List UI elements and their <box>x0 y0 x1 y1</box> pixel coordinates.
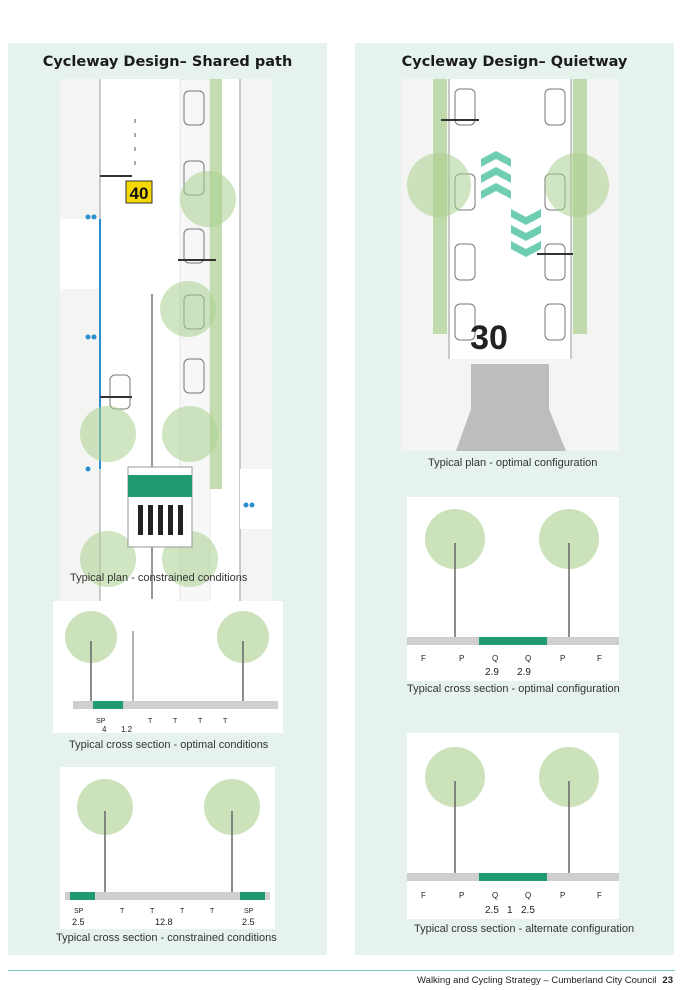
quietway-plan-drawing: 30 <box>401 79 619 451</box>
quietway-alternate-section: F P Q Q P F 2.5 1 2.5 <box>407 733 619 919</box>
left-xs1-caption: Typical cross section - optimal conditio… <box>69 739 269 751</box>
shared-path-plan: 40 <box>60 79 272 609</box>
rxs2-label-2: Q <box>492 891 498 900</box>
rxs2-label-1: P <box>459 891 464 900</box>
xs1-label-3: T <box>198 718 203 725</box>
shared-path-optimal-section-drawing: SP T T T T 4 1.2 <box>65 611 278 733</box>
xs1-label-2: T <box>173 718 178 725</box>
quietway-alternate-section-drawing: F P Q Q P F 2.5 1 2.5 <box>407 747 619 916</box>
rxs1-dim-1: 2.9 <box>517 667 531 678</box>
xs2-label-5: SP <box>244 908 254 915</box>
right-panel: Cycleway Design– Quietway <box>355 43 674 955</box>
right-heading: Cycleway Design– Quietway <box>401 54 628 70</box>
xs2-label-4: T <box>210 908 215 915</box>
xs2-dim-1: 12.8 <box>155 917 173 927</box>
rxs2-dim-2: 2.5 <box>521 905 535 916</box>
quietway-speed-marking: 30 <box>470 319 508 357</box>
rxs1-label-3: Q <box>525 654 531 663</box>
shared-path-plan-drawing: 40 <box>60 79 272 609</box>
xs2-dim-2: 2.5 <box>242 917 255 927</box>
footer-title: Walking and Cycling Strategy – Cumberlan… <box>417 975 657 986</box>
shared-path-constrained-section-drawing: SP T T T T SP 2.5 12.8 2.5 <box>65 779 270 927</box>
xs2-label-0: SP <box>74 908 84 915</box>
footer-rule <box>8 970 675 971</box>
shared-path-constrained-section: SP T T T T SP 2.5 12.8 2.5 <box>60 767 275 929</box>
rxs2-label-3: Q <box>525 891 531 900</box>
rxs1-dim-0: 2.9 <box>485 667 499 678</box>
left-panel: Cycleway Design– Shared path 40 <box>8 43 327 955</box>
xs2-label-2: T <box>150 908 155 915</box>
rxs1-label-2: Q <box>492 654 498 663</box>
xs1-label-1: T <box>148 718 153 725</box>
xs1-label-0: SP <box>96 718 106 725</box>
right-xs2-caption: Typical cross section - alternate config… <box>414 923 635 935</box>
xs2-label-1: T <box>120 908 125 915</box>
left-xs2-caption: Typical cross section - constrained cond… <box>56 932 277 944</box>
page-number: 23 <box>662 975 673 986</box>
quietway-optimal-section-drawing: F P Q Q P F 2.9 2.9 <box>407 509 619 678</box>
xs1-dim-0: 4 <box>102 725 107 733</box>
right-xs1-caption: Typical cross section - optimal configur… <box>407 683 620 695</box>
rxs2-dim-1: 1 <box>507 905 513 916</box>
left-plan-caption: Typical plan - constrained conditions <box>70 572 248 584</box>
rxs2-label-0: F <box>421 891 426 900</box>
xs2-dim-0: 2.5 <box>72 917 85 927</box>
right-plan-caption: Typical plan - optimal configuration <box>428 457 598 469</box>
xs2-label-3: T <box>180 908 185 915</box>
quietway-optimal-section: F P Q Q P F 2.9 2.9 <box>407 497 619 681</box>
quietway-plan: 30 <box>401 79 619 451</box>
footer: Walking and Cycling Strategy – Cumberlan… <box>417 975 673 986</box>
speed-sign-text: 40 <box>130 184 149 203</box>
rxs1-label-1: P <box>459 654 464 663</box>
left-heading: Cycleway Design– Shared path <box>42 54 293 70</box>
rxs2-label-4: P <box>560 891 565 900</box>
xs1-label-4: T <box>223 718 228 725</box>
rxs2-label-5: F <box>597 891 602 900</box>
rxs1-label-0: F <box>421 654 426 663</box>
shared-path-optimal-section: SP T T T T 4 1.2 <box>53 601 283 733</box>
rxs2-dim-0: 2.5 <box>485 905 499 916</box>
rxs1-label-4: P <box>560 654 565 663</box>
xs1-dim-1: 1.2 <box>121 725 133 733</box>
speed-sign-box <box>125 180 153 204</box>
rxs1-label-5: F <box>597 654 602 663</box>
